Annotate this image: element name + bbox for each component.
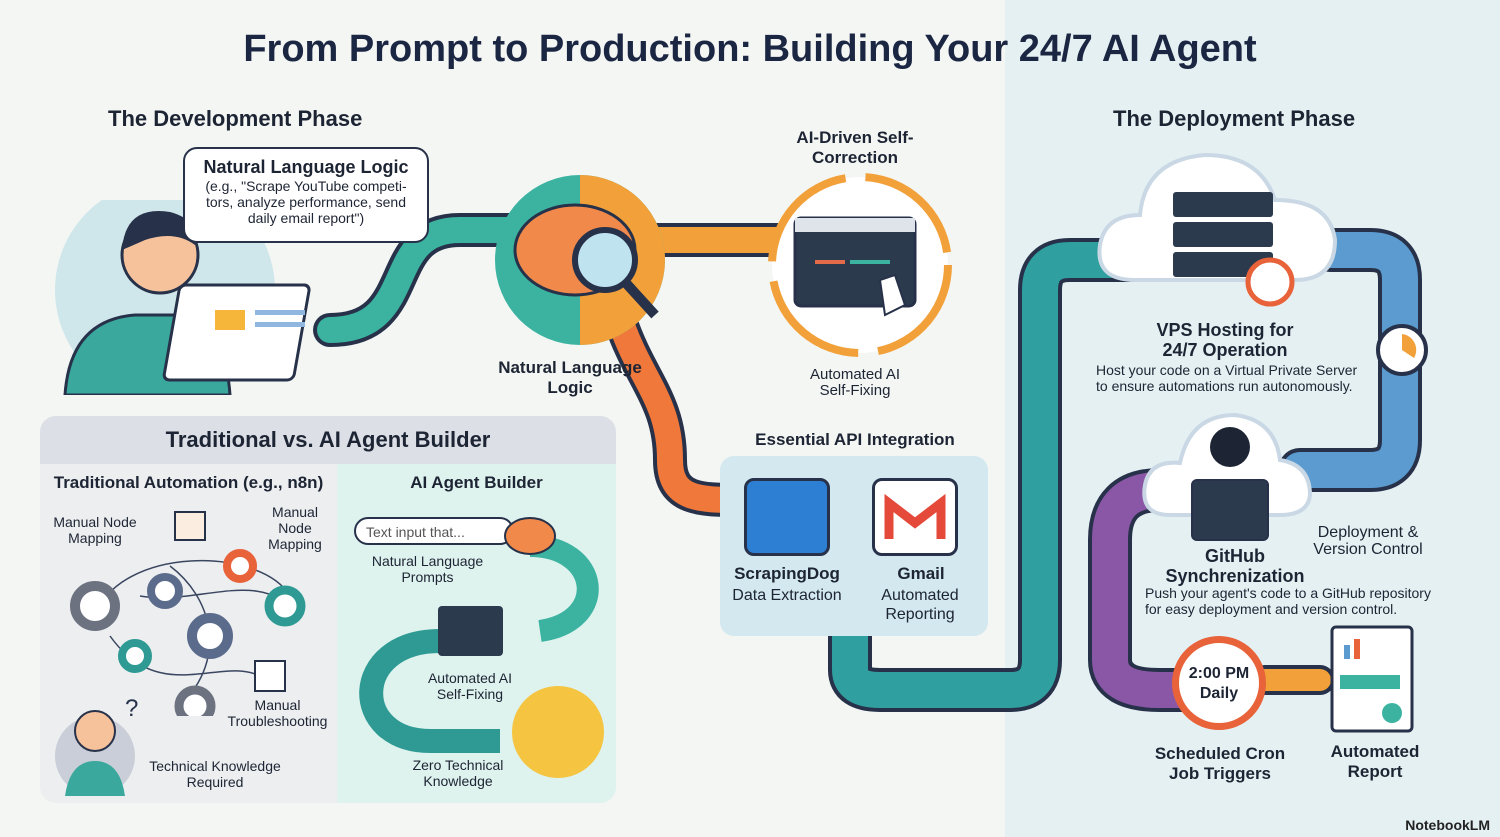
api-desc-scrapingdog: Data Extraction	[732, 587, 842, 604]
ai-flow-arrows	[359, 517, 599, 753]
scrapingdog-icon	[744, 478, 830, 556]
report-document-icon	[1330, 625, 1414, 733]
developer-illustration	[55, 200, 311, 395]
page-title: From Prompt to Production: Building Your…	[243, 28, 1257, 70]
api-name-scrapingdog: ScrapingDog	[734, 564, 840, 583]
gear-icon	[70, 581, 120, 631]
bubble-title: Natural Language Logic	[203, 157, 409, 177]
self-fixing-label: Automated AI Self-Fixing	[809, 366, 901, 399]
brain-magnifier-icon	[495, 175, 665, 345]
gear-icon	[174, 685, 216, 716]
clock-time: 2:00 PM	[1188, 665, 1250, 682]
tangled-gears-diagram	[70, 511, 306, 716]
label-ai-self-fixing: Automated AI Self-Fixing	[427, 670, 513, 702]
vps-description: Host your code on a Virtual Private Serv…	[1096, 362, 1358, 394]
deployment-heading: The Deployment Phase	[1113, 106, 1356, 131]
api-name-gmail: Gmail	[897, 564, 945, 583]
label-manual-node-left: Manual Node Mapping	[53, 514, 137, 546]
label-zero-technical-knowledge: Zero Technical Knowledge	[412, 757, 504, 789]
development-heading: The Development Phase	[108, 106, 363, 131]
clock-frequency: Daily	[1199, 685, 1239, 702]
vps-title: VPS Hosting for 24/7 Operation	[1156, 320, 1294, 360]
brain-label: Natural Language Logic	[498, 358, 642, 397]
label-natural-language-prompts: Natural Language Prompts	[371, 553, 484, 585]
self-correction-title: AI-Driven Self-Correction	[796, 128, 914, 167]
report-label: Automated Report	[1330, 742, 1420, 781]
api-desc-gmail: Automated Reporting	[881, 587, 959, 623]
svg-text:?: ?	[125, 695, 138, 722]
hand-cursor-icon	[878, 273, 907, 317]
github-cloud-icon	[1142, 412, 1313, 541]
traditional-heading: Traditional Automation (e.g., n8n)	[53, 473, 324, 492]
cron-alarm-clock: 2:00 PM Daily	[1172, 636, 1266, 730]
code-window-icon	[438, 606, 503, 656]
label-technical-knowledge: Technical Knowledge Required	[149, 758, 281, 790]
clock-icon	[1245, 257, 1295, 307]
bubble-body: (e.g., "Scrape YouTube competi-tors, ana…	[205, 178, 407, 226]
gear-icon	[187, 613, 233, 659]
api-integration-box: ScrapingDog Data Extraction Gmail Automa…	[720, 456, 988, 636]
deployment-version-label: Deployment & Version Control	[1313, 524, 1423, 558]
notebooklm-logo: NotebookLM	[1405, 817, 1490, 833]
vps-server-cloud-icon	[1097, 152, 1338, 307]
self-correction-cycle	[768, 173, 952, 357]
gear-icon	[223, 549, 257, 583]
confused-user-illustration: ?	[55, 695, 138, 796]
gmail-icon	[872, 478, 958, 556]
comparison-title: Traditional vs. AI Agent Builder	[40, 416, 616, 464]
prompt-text-input[interactable]: Text input that...	[354, 517, 514, 545]
gear-icon	[147, 573, 183, 609]
gear-icon	[264, 585, 306, 627]
cron-label: Scheduled Cron Job Triggers	[1154, 744, 1286, 783]
natural-language-bubble: Natural Language Logic (e.g., "Scrape Yo…	[183, 147, 429, 243]
brain-icon	[504, 517, 556, 555]
clock-icon	[1376, 324, 1428, 376]
label-manual-node-right: Manual Node Mapping	[268, 504, 322, 552]
github-logo	[1210, 427, 1250, 467]
happy-user-illustration	[512, 686, 604, 778]
ai-builder-heading: AI Agent Builder	[410, 473, 543, 492]
github-title: GitHub Synchrenization	[1165, 546, 1305, 586]
gear-icon	[118, 639, 152, 673]
comparison-panel: Traditional vs. AI Agent Builder Traditi…	[40, 416, 616, 803]
label-manual-troubleshooting: Manual Troubleshooting	[227, 697, 328, 729]
api-heading: Essential API Integration	[755, 430, 955, 449]
github-description: Push your agent's code to a GitHub repos…	[1145, 585, 1431, 617]
